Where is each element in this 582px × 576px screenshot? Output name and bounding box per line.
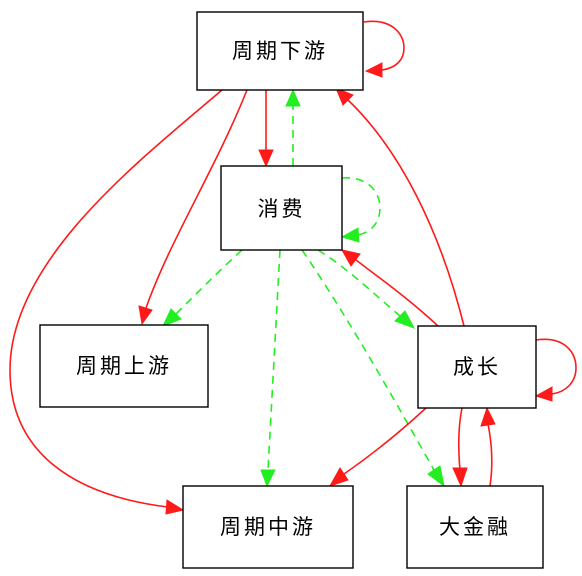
node-label: 周期中游 (220, 515, 316, 539)
edge-xiaofei-to-chengzhang (317, 249, 416, 329)
node-label: 大金融 (439, 515, 511, 539)
edge-dajinrong-to-chengzhang (480, 406, 496, 487)
edge-chengzhang-to-xiaofei (341, 249, 439, 327)
node-dajinrong: 大金融 (406, 485, 544, 569)
edge-xiaofei-to-zhouqi-shangyou (162, 249, 243, 327)
edge-chengzhang-to-chengzhang (534, 338, 577, 402)
node-zhouqi-xiayou: 周期下游 (196, 11, 364, 91)
edge-chengzhang-to-zhouqi-xiayou (335, 87, 465, 327)
node-label: 周期上游 (76, 354, 172, 378)
edge-zhouqi-xiayou-to-zhouqi-zhongyou (9, 89, 223, 515)
edge-xiaofei-to-zhouqi-xiayou (285, 88, 301, 166)
node-zhouqi-zhongyou: 周期中游 (182, 485, 354, 569)
node-chengzhang: 成长 (417, 325, 537, 409)
edge-zhouqi-xiayou-to-zhouqi-xiayou (363, 20, 405, 78)
edge-chengzhang-to-dajinrong (452, 407, 468, 488)
edge-xiaofei-to-zhouqi-zhongyou (260, 249, 281, 488)
node-label: 成长 (453, 355, 501, 379)
edge-xiaofei-to-dajinrong (301, 249, 445, 488)
node-zhouqi-shangyou: 周期上游 (39, 324, 209, 408)
node-xiaofei: 消费 (220, 165, 343, 251)
node-label: 消费 (258, 197, 306, 221)
node-label: 周期下游 (232, 39, 328, 63)
edge-chengzhang-to-zhouqi-zhongyou (328, 407, 427, 487)
edge-xiaofei-to-xiaofei (340, 177, 381, 243)
edge-zhouqi-xiayou-to-xiaofei (258, 90, 274, 168)
edge-zhouqi-xiayou-to-zhouqi-shangyou (138, 89, 248, 326)
